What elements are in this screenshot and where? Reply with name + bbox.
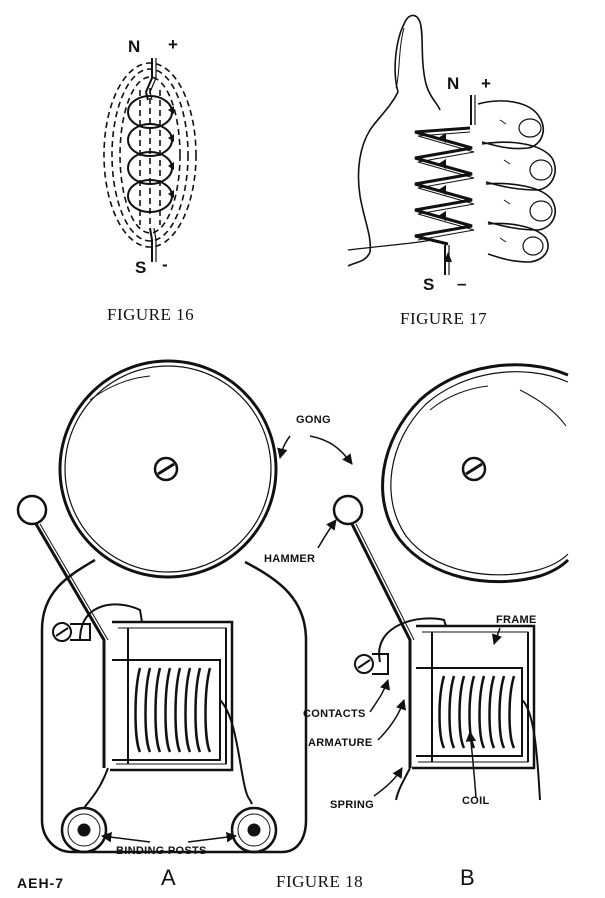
figure17-hand-rule-diagram <box>347 14 556 275</box>
gong-label: GONG <box>296 414 331 426</box>
figure18-bell-a <box>16 359 308 854</box>
fig16-north-sign: + <box>168 35 179 54</box>
armature-label: ARMATURE <box>308 737 373 749</box>
fig16-south-sign: - <box>162 255 168 274</box>
frame-label: FRAME <box>496 614 537 626</box>
panel-b-label: B <box>460 865 475 890</box>
fig18-caption: FIGURE 18 <box>276 872 364 891</box>
figure16-coil-diagram <box>103 58 197 262</box>
coil-label: COIL <box>462 795 490 807</box>
fig17-caption: FIGURE 17 <box>400 309 488 328</box>
fig17-south-label: S <box>423 275 435 294</box>
fig17-north-label: N <box>447 74 460 93</box>
fig16-caption: FIGURE 16 <box>107 305 195 324</box>
contacts-label: CONTACTS <box>303 708 366 720</box>
fig17-north-sign: + <box>481 74 492 93</box>
fig16-north-label: N <box>128 37 141 56</box>
page-code: AEH-7 <box>17 875 65 891</box>
panel-a-label: A <box>161 865 176 890</box>
spring-label: SPRING <box>330 799 374 811</box>
hammer-label: HAMMER <box>264 553 316 565</box>
fig17-south-sign: – <box>457 274 467 293</box>
binding-posts-label: BINDING POSTS <box>116 845 207 857</box>
figure18-bell-b <box>277 363 570 801</box>
fig16-south-label: S <box>135 258 147 277</box>
